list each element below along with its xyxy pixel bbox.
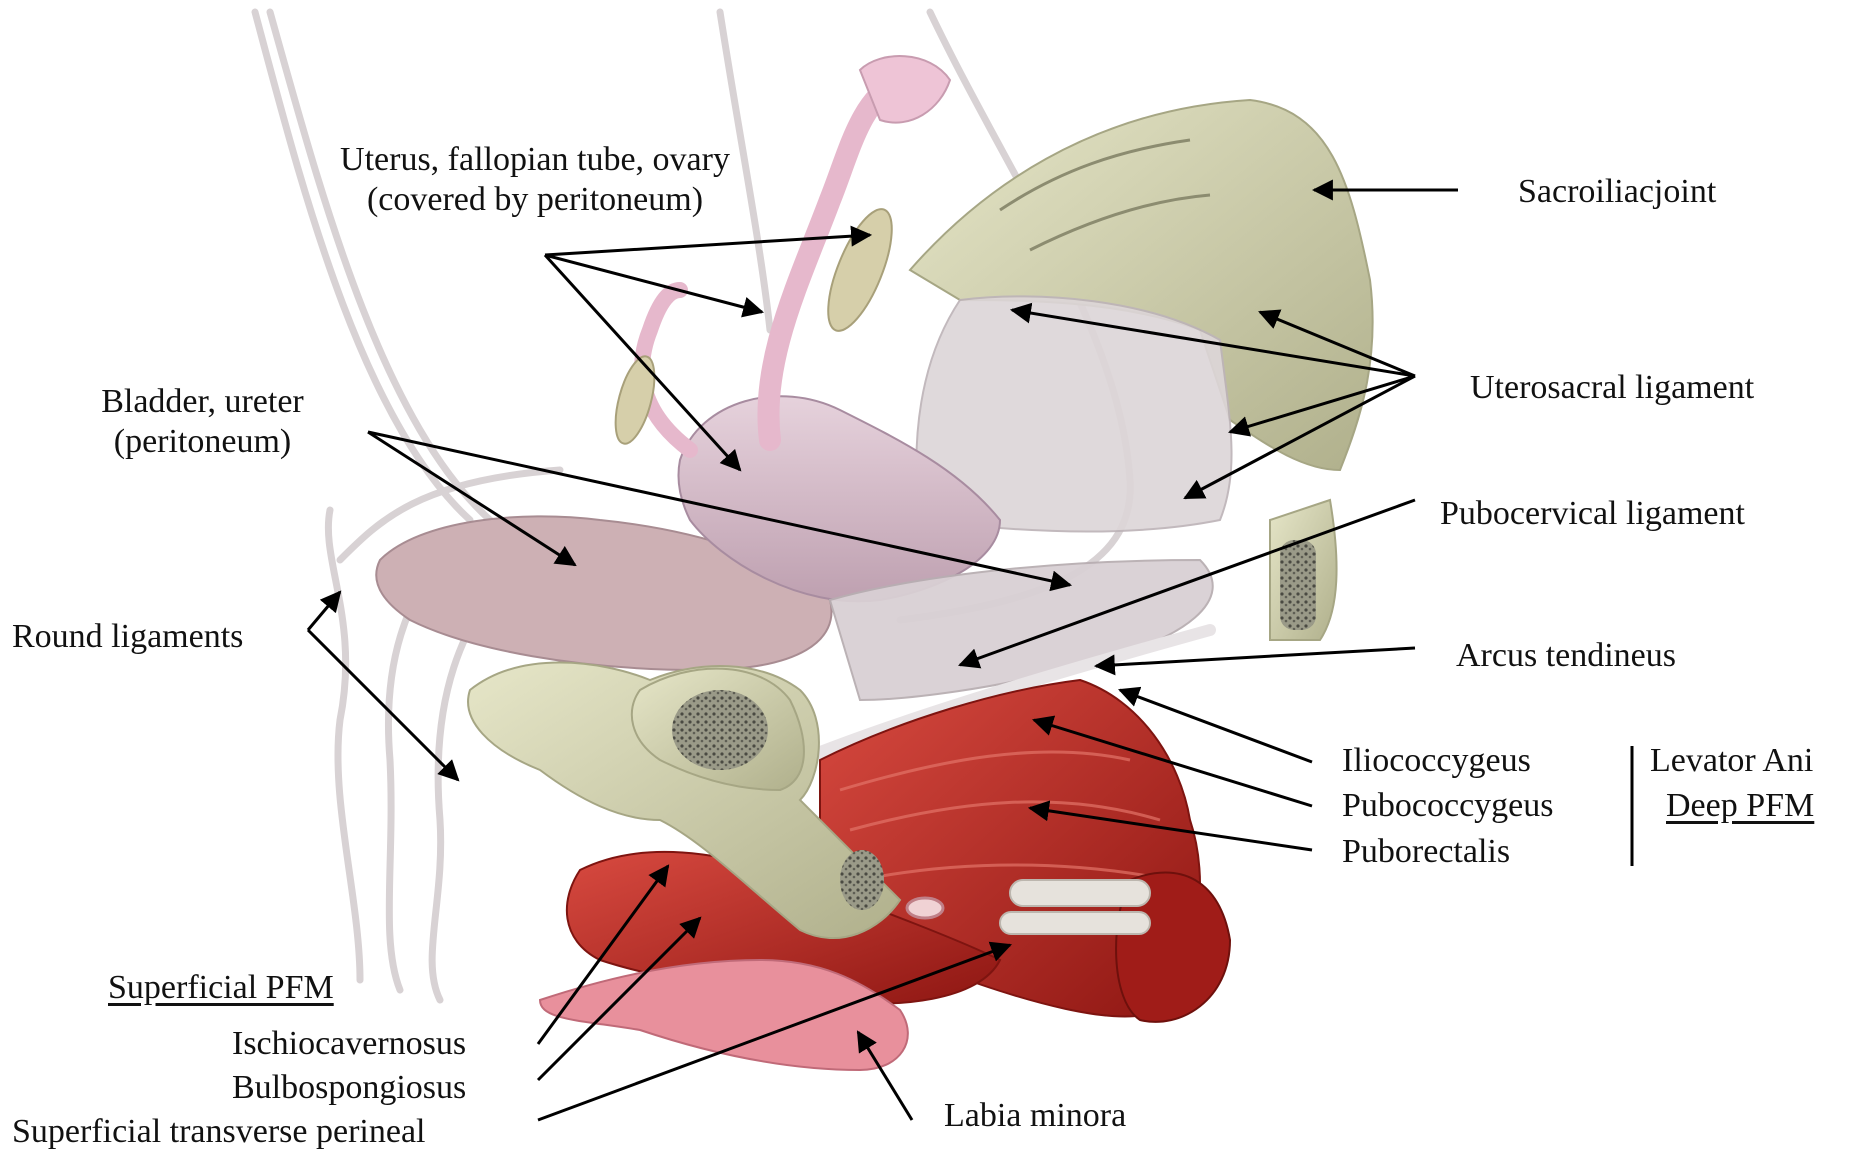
label-superficial-transverse: Superficial transverse perineal (12, 1112, 425, 1152)
label-arcus-tendineus: Arcus tendineus (1456, 636, 1676, 676)
label-bulbospongiosus: Bulbospongiosus (232, 1068, 466, 1108)
urethral-opening (907, 898, 943, 918)
ischium-marrow-right (1280, 540, 1316, 630)
label-bladder-line1: Bladder, ureter (80, 382, 325, 422)
label-ischiocavernosus: Ischiocavernosus (232, 1024, 466, 1064)
label-uterus-line2: (covered by peritoneum) (300, 180, 770, 220)
label-pubococcygeus: Pubococcygeus (1342, 786, 1554, 826)
label-uterosacral: Uterosacral ligament (1470, 368, 1754, 408)
arrow-round-ligament-upper (308, 592, 340, 630)
label-superficial-pfm: Superficial PFM (108, 968, 334, 1008)
label-uterus: Uterus, fallopian tube, ovary (covered b… (300, 140, 770, 220)
pubic-marrow (672, 690, 768, 770)
arrow-uterus-body (545, 255, 740, 470)
label-levator-ani: Levator Ani (1650, 741, 1813, 781)
label-labia-minora: Labia minora (944, 1096, 1126, 1136)
label-pubocervical: Pubocervical ligament (1440, 494, 1745, 534)
label-bladder-line2: (peritoneum) (80, 422, 325, 462)
ischial-marrow (840, 850, 884, 910)
arrow-round-ligament-lower (308, 630, 458, 780)
label-bladder: Bladder, ureter (peritoneum) (80, 382, 325, 462)
label-iliococcygeus: Iliococcygeus (1342, 741, 1531, 781)
label-puborectalis: Puborectalis (1342, 832, 1510, 872)
label-deep-pfm: Deep PFM (1666, 786, 1814, 826)
label-round-ligaments: Round ligaments (12, 617, 243, 657)
label-sacroiliac: Sacroiliacjoint (1518, 172, 1716, 212)
label-uterus-line1: Uterus, fallopian tube, ovary (300, 140, 770, 180)
